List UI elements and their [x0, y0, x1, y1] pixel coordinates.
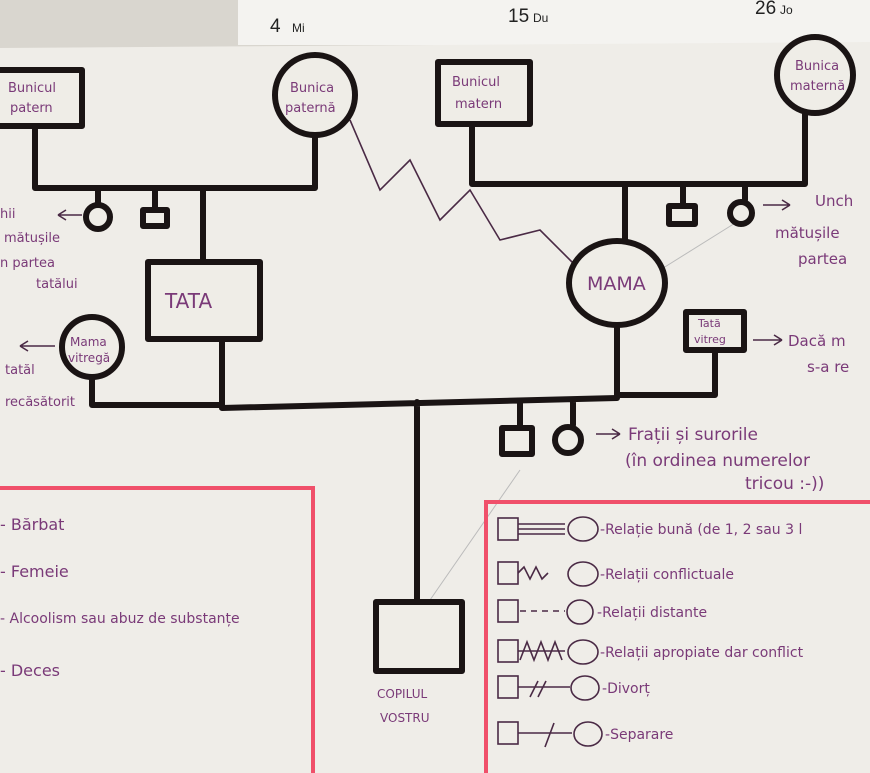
- arrow-left-icon: [19, 340, 55, 352]
- pencil-line: [349, 119, 581, 271]
- paternal-grandfather-square: [0, 67, 85, 129]
- paternal-grandparents-connector: [32, 123, 318, 191]
- calendar-day-name: Du: [533, 11, 548, 25]
- svg-text:-Relație bună (de 1, 2 sau 3 l: -Relație bună (de 1, 2 sau 3 l: [600, 522, 802, 538]
- father-square: [145, 259, 263, 342]
- legend-item-conflict: -Relații conflictuale: [497, 561, 734, 587]
- pencil-line: [429, 219, 741, 601]
- maternal-grandfather-square: [435, 59, 533, 127]
- arrow-right-icon: [596, 428, 621, 440]
- paternal-aunt-circle: [83, 202, 113, 232]
- mother-label: MAMA: [587, 273, 646, 295]
- legend-right-box: [484, 500, 870, 773]
- maternal-grandparents-connector: [469, 110, 808, 187]
- legend-left: - Bărbat - Femeie - Alcoolism sau abuz d…: [0, 515, 240, 680]
- legend-left-box: [0, 486, 315, 773]
- legend-item-substance-abuse: - Alcoolism sau abuz de substanțe: [0, 611, 240, 627]
- legend-item-death: - Deces: [0, 661, 60, 680]
- father-label: TATA: [164, 289, 212, 313]
- legend-item-woman: - Femeie: [0, 562, 69, 581]
- paternal-uncle-square: [140, 207, 170, 229]
- maternal-uncle-square: [666, 203, 698, 227]
- father-stepmother-connector: [89, 336, 225, 408]
- maternal-aunt-circle: [727, 199, 755, 227]
- calendar-day-name: Jo: [780, 3, 793, 17]
- calendar-day-num: 15: [508, 6, 529, 27]
- sibling-square: [499, 425, 535, 457]
- sibling-circle: [552, 424, 584, 456]
- stepfather-square: [683, 309, 747, 353]
- legend-item-divorce: -Divorț: [497, 675, 650, 701]
- svg-text:-Relații conflictuale: -Relații conflictuale: [600, 567, 734, 583]
- maternal-children-connector: [622, 181, 748, 243]
- svg-text:-Divorț: -Divorț: [602, 681, 650, 697]
- mother-stepfather-connector: [614, 322, 718, 398]
- arrow-right-icon: [763, 199, 791, 211]
- svg-text:-Relații distante: -Relații distante: [597, 605, 707, 621]
- legend-right: -Relație bună (de 1, 2 sau 3 l -Relații …: [497, 516, 804, 748]
- arrow-right-icon: [753, 334, 783, 346]
- legend-item-man: - Bărbat: [0, 515, 64, 534]
- maternal-grandmother-circle: [774, 34, 856, 116]
- legend-item-good-relation: -Relație bună (de 1, 2 sau 3 l: [497, 516, 802, 542]
- calendar-day-num: 26: [755, 0, 776, 19]
- svg-text:-Separare: -Separare: [605, 727, 673, 743]
- arrow-left-icon: [57, 209, 82, 221]
- svg-text:-Relații apropiate dar conflic: -Relații apropiate dar conflict: [600, 645, 804, 661]
- legend-item-distant: -Relații distante: [497, 599, 707, 625]
- parents-children-connector: [219, 395, 620, 603]
- calendar-day-num: 4: [270, 16, 281, 37]
- calendar-strip: [238, 0, 870, 45]
- legend-item-close-conflict: -Relații apropiate dar conflict: [497, 639, 804, 665]
- paper: [0, 42, 870, 773]
- calendar-day-name: Mi: [292, 21, 305, 35]
- legend-item-separation: -Separare: [497, 721, 673, 748]
- child-square: [373, 599, 465, 674]
